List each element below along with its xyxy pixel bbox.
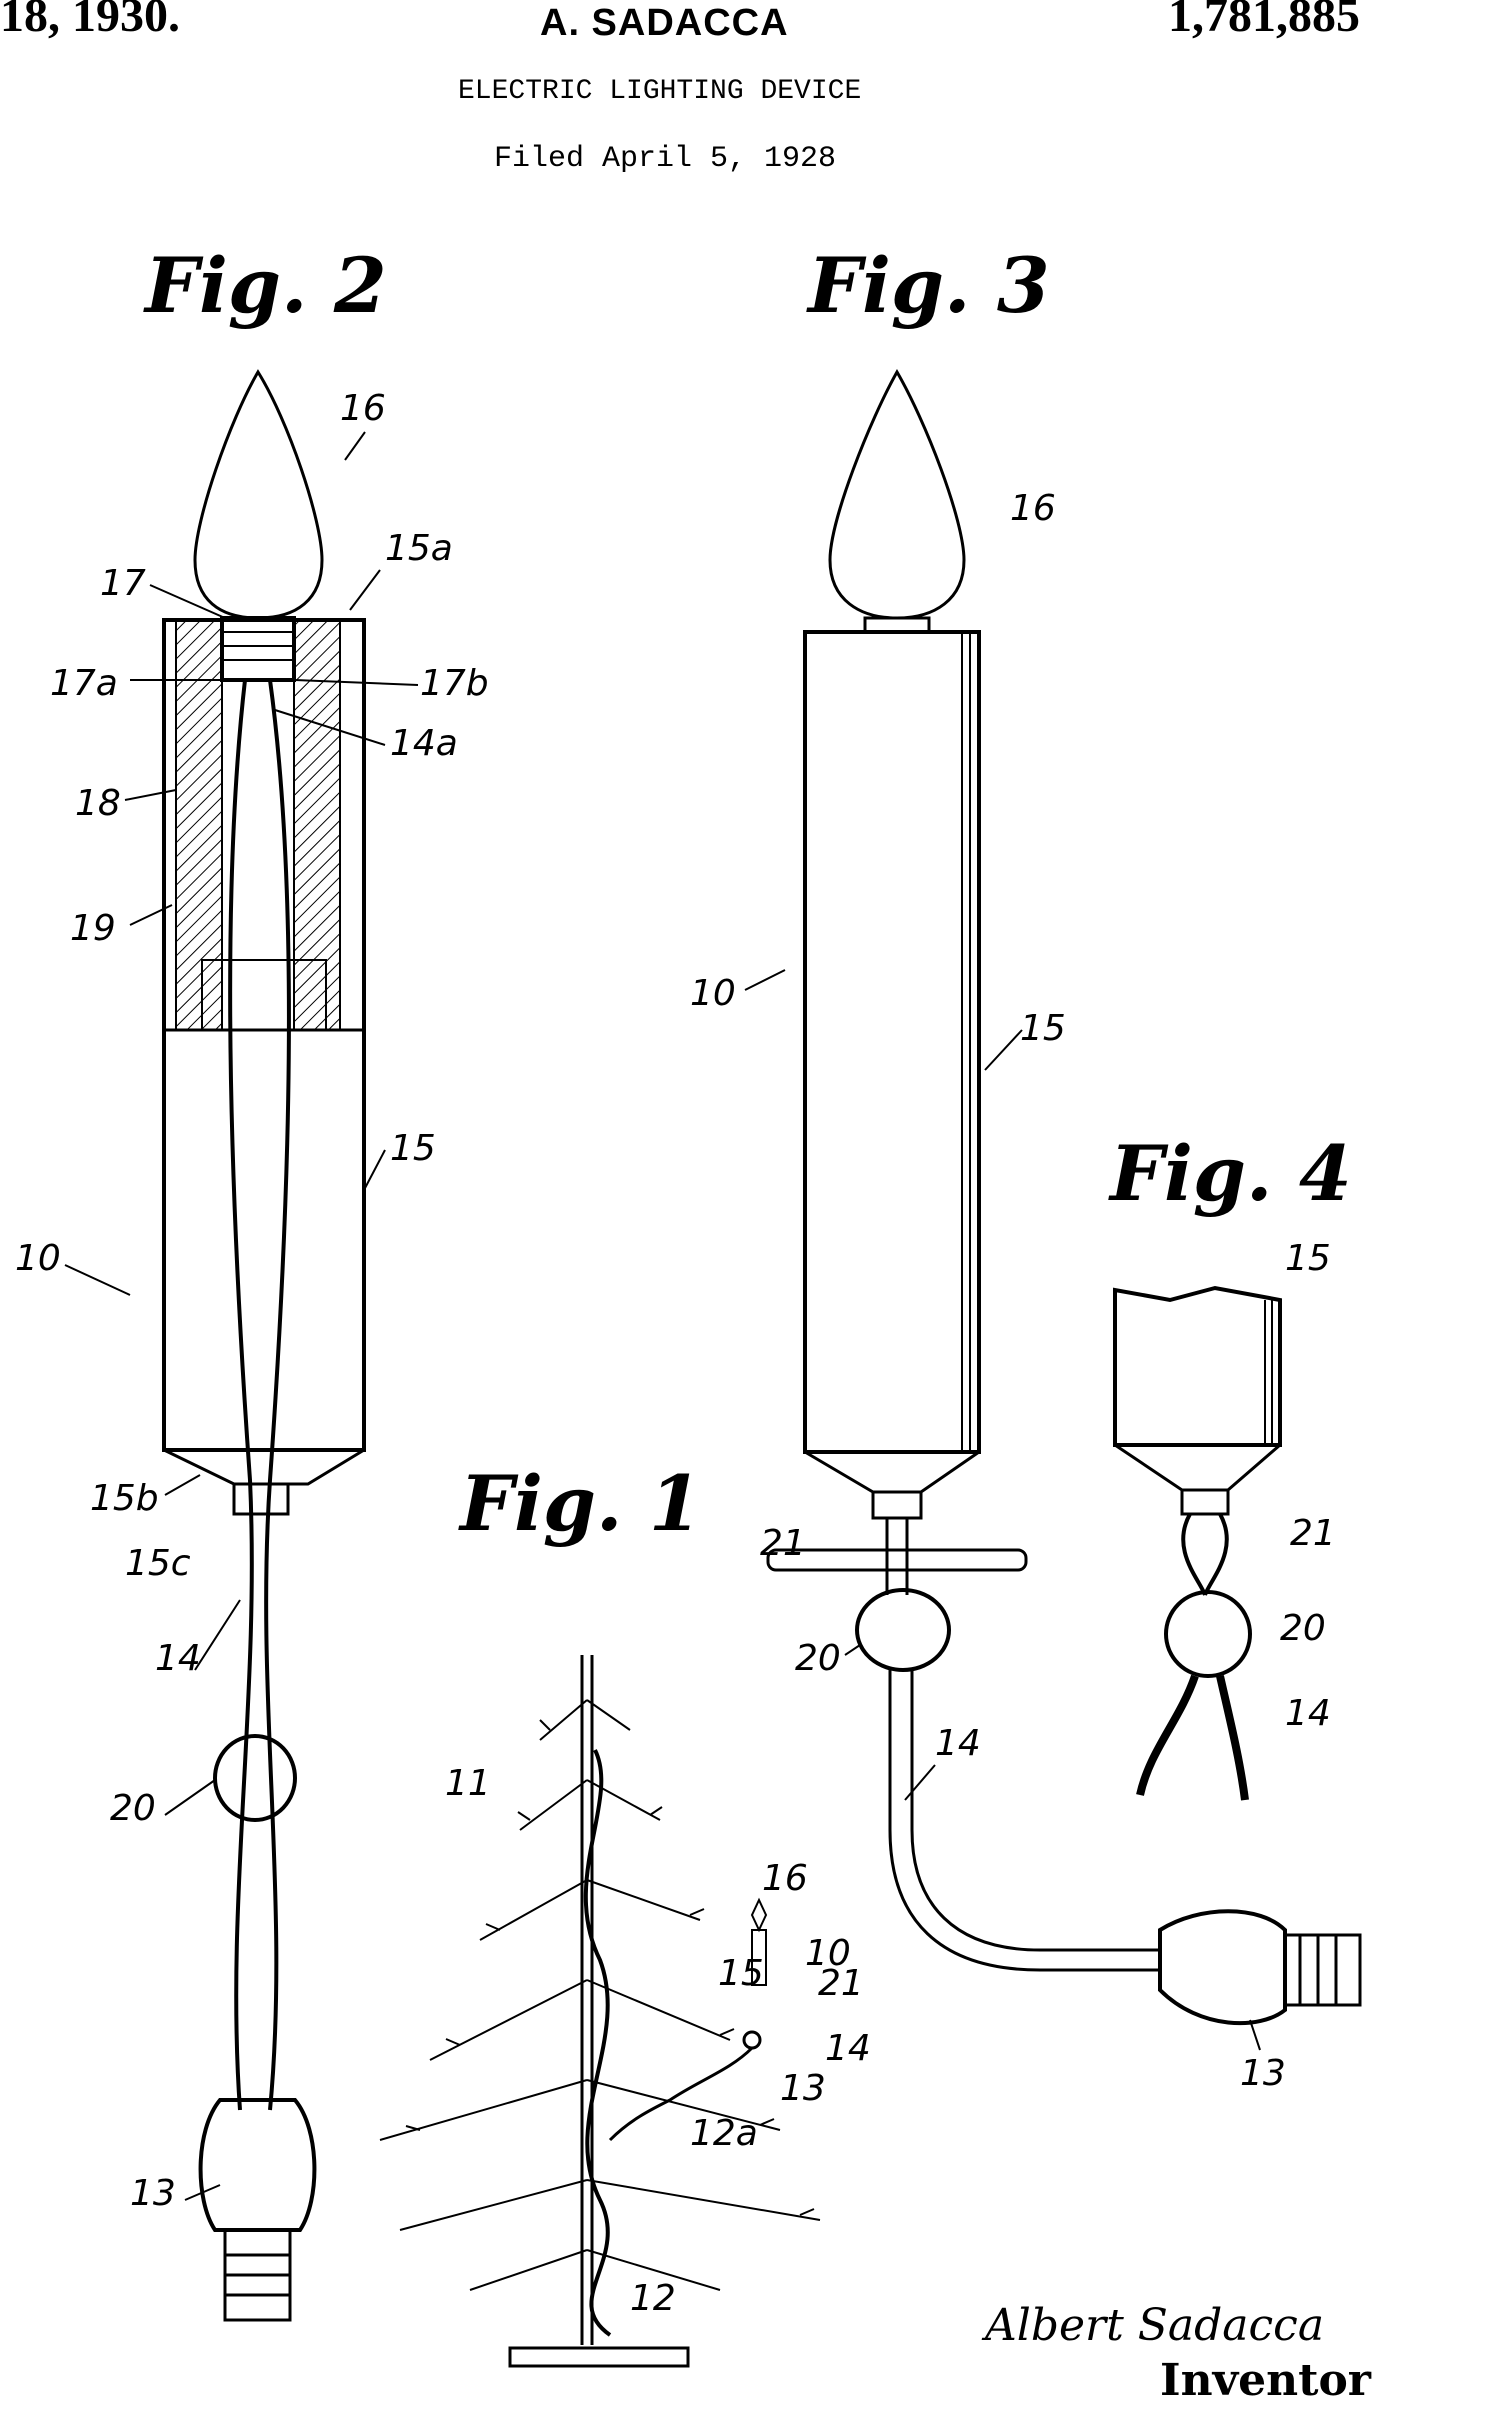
fig4-ref: 20 <box>1280 1608 1326 1649</box>
fig2-label: Fig. 2 <box>143 241 387 330</box>
fig2-ref: 18 <box>75 783 121 824</box>
fig2-socket <box>220 616 296 682</box>
figure-3: Fig. 3 <box>766 241 1362 2026</box>
figure-2: Fig. 2 <box>143 241 387 2322</box>
fig2-ref: 14 <box>155 1638 201 1679</box>
fig2-ref: 16 <box>340 388 386 429</box>
filing-date: Filed April 5, 1928 <box>494 142 837 176</box>
fig1-ref: 16 <box>762 1858 808 1899</box>
fig2-bulb <box>193 369 324 620</box>
fig1-ref: 14 <box>825 2028 871 2069</box>
fig2-ref: 17b <box>420 663 489 704</box>
fig3-candle-body <box>803 630 981 1454</box>
fig4-bead <box>1164 1590 1252 1678</box>
fig3-ref: 16 <box>1010 488 1056 529</box>
fig4-cords <box>1136 1674 1249 1801</box>
fig4-candle-fragment <box>1113 1285 1282 1447</box>
fig1-tree-trunk <box>580 1655 594 2345</box>
fig4-ref: 21 <box>1290 1513 1336 1554</box>
figure-1: Fig. 1 <box>379 1459 821 2368</box>
fig2-ref: 13 <box>130 2173 176 2214</box>
fig2-plug <box>198 2098 317 2232</box>
fig2-ref: 15b <box>90 1478 159 1519</box>
inventor-signature: Albert Sadacca Inventor <box>981 2300 1372 2406</box>
fig1-ref: 11 <box>445 1763 491 1804</box>
fig3-bulb <box>828 368 966 620</box>
fig1-ref: 12a <box>690 2113 758 2154</box>
fig2-ref: 15 <box>390 1128 436 1169</box>
fig4-ref: 15 <box>1285 1238 1331 1279</box>
fig2-ref: 10 <box>15 1238 61 1279</box>
issue-date-fragment: 18, 1930. <box>0 0 180 42</box>
fig3-ref: 13 <box>1240 2053 1286 2094</box>
fig3-ref: 14 <box>935 1723 981 1764</box>
inventor-caption: Inventor <box>1160 2355 1372 2406</box>
patent-number: 1,781,885 <box>1168 0 1360 42</box>
fig3-plug <box>1158 1909 1287 2026</box>
fig4-ref: 14 <box>1285 1693 1331 1734</box>
fig3-ref: 20 <box>795 1638 841 1679</box>
fig4-knot <box>1181 1513 1229 1596</box>
fig2-bead <box>213 1734 297 1822</box>
fig2-ref: 17 <box>100 563 146 604</box>
fig3-ref: 15 <box>1020 1008 1066 1049</box>
fig3-bead <box>855 1588 951 1672</box>
fig1-ref: 12 <box>630 2278 676 2319</box>
inventor-name: A. SADACCA <box>540 2 789 44</box>
fig2-ref: 15c <box>125 1543 191 1584</box>
signature-name: Albert Sadacca <box>981 2300 1324 2351</box>
figure-4: Fig. 4 <box>1108 1129 1352 1801</box>
fig3-cord <box>888 1670 1160 1972</box>
fig2-ref: 20 <box>110 1788 156 1829</box>
fig1-label: Fig. 1 <box>458 1459 702 1548</box>
fig2-candle-tube <box>162 618 366 1452</box>
fig2-ref: 17a <box>50 663 118 704</box>
fig3-branch <box>766 1548 1028 1572</box>
patent-title: ELECTRIC LIGHTING DEVICE <box>458 76 862 107</box>
fig3-label: Fig. 3 <box>806 241 1050 330</box>
fig3-ref: 21 <box>760 1523 806 1564</box>
fig4-label: Fig. 4 <box>1108 1129 1352 1218</box>
fig2-ref: 14a <box>390 723 458 764</box>
fig1-ref: 13 <box>780 2068 826 2109</box>
fig1-ref: 21 <box>818 1963 864 2004</box>
fig1-ref: 15 <box>718 1953 764 1994</box>
fig2-ref: 19 <box>70 908 116 949</box>
fig2-ref: 15a <box>385 528 453 569</box>
fig3-ref: 10 <box>690 973 736 1014</box>
fig1-tree-branches <box>379 1699 821 2291</box>
fig1-ref: 10 <box>805 1933 851 1974</box>
fig2-cord <box>228 679 291 2111</box>
